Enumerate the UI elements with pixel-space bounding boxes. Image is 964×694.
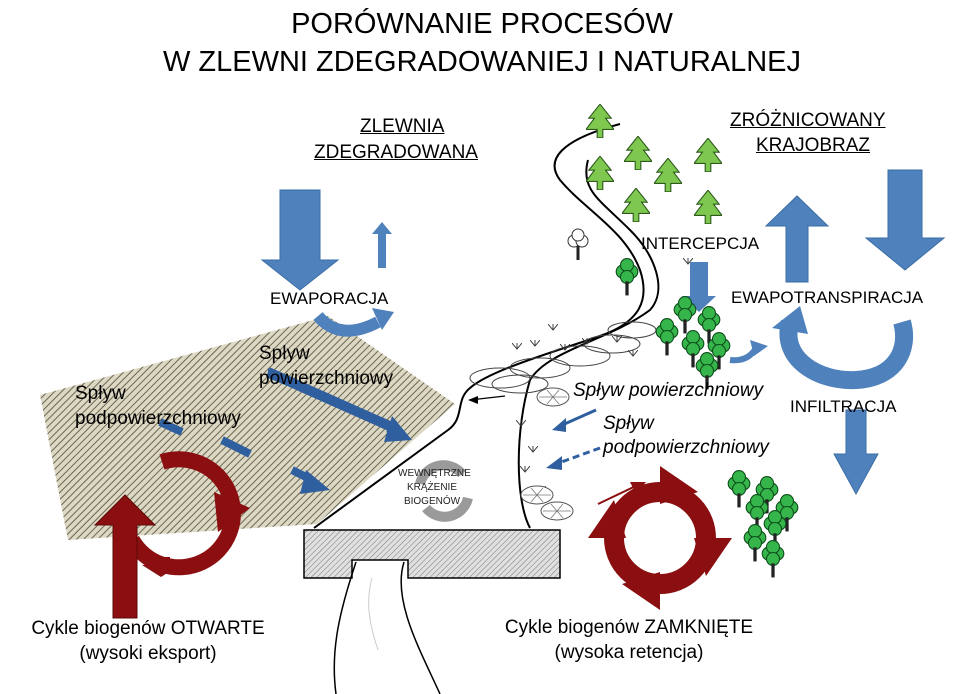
label-splyw-pow-degraded-2: powierzchniowy [259, 368, 394, 389]
diagram-title-line2: W ZLEWNI ZDEGRADOWANIEJ I NATURALNEJ [162, 46, 802, 78]
label-splyw-podpow-forest-2: podpowierzchniowy [603, 437, 769, 458]
forest-subsurface-runoff-arrow [555, 446, 601, 466]
closed-cycle-symbol [588, 466, 732, 610]
internal-cycling-swirl [415, 460, 473, 522]
label-ewaporacja: EWAPORACJA [270, 289, 389, 308]
label-splyw-podpow-degraded-1: Spływ [75, 383, 126, 404]
infiltracja-down-arrow [833, 409, 879, 496]
leaf-litter [520, 387, 574, 521]
diagram-title-line1: PORÓWNANIE PROCESÓW [291, 8, 673, 40]
valley-stream [517, 159, 660, 529]
label-splyw-podpow-forest-1: Spływ [603, 413, 654, 434]
caption-open-cycles-1: Cykle biogenów OTWARTE [31, 618, 265, 639]
ewaporacja-up-arrow [372, 222, 392, 268]
conifer-trees [586, 104, 722, 224]
header-natural-line2: KRAJOBRAZ [756, 135, 871, 156]
outflow-stream [333, 561, 441, 694]
precipitation-down-arrow [864, 169, 946, 271]
label-splyw-pow-forest: Spływ powierzchniowy [573, 380, 764, 401]
white-tree [567, 228, 589, 261]
caption-closed-cycles-2: (wysoka retencja) [554, 642, 704, 663]
caption-open-cycles-2: (wysoki eksport) [79, 643, 217, 664]
ewapotranspiracja-up-arrow [764, 195, 830, 283]
open-cycle-symbol [93, 451, 250, 619]
label-internal-cycling-1: WEWNĘTRZNE [398, 468, 471, 479]
valley-outline [313, 123, 645, 529]
header-degraded-line2: ZDEGRADOWANA [314, 142, 478, 163]
streambed-block [303, 529, 561, 579]
header-natural-line1: ZRÓŻNICOWANY [730, 110, 886, 131]
label-splyw-podpow-degraded-2: podpowierzchniowy [75, 408, 241, 429]
label-internal-cycling-2: KRĄŻENIE [406, 482, 457, 493]
label-intercepcja: INTERCEPCJA [641, 234, 760, 253]
ewaporacja-down-arrow [260, 189, 340, 291]
label-internal-cycling-3: BIOGENÓW [403, 496, 461, 507]
runoff-arrows-degraded [158, 367, 412, 494]
infiltracja-loop [779, 319, 914, 390]
label-ewapotranspiracja: EWAPOTRANSPIRACJA [731, 288, 924, 307]
label-splyw-pow-degraded-1: Spływ [259, 343, 310, 364]
caption-closed-cycles-1: Cykle biogenów ZAMKNIĘTE [504, 617, 754, 638]
header-degraded-line1: ZLEWNIA [360, 116, 445, 137]
degraded-field [40, 316, 455, 540]
label-infiltracja: INFILTRACJA [790, 397, 897, 416]
ewaporacja-curl [313, 311, 381, 337]
